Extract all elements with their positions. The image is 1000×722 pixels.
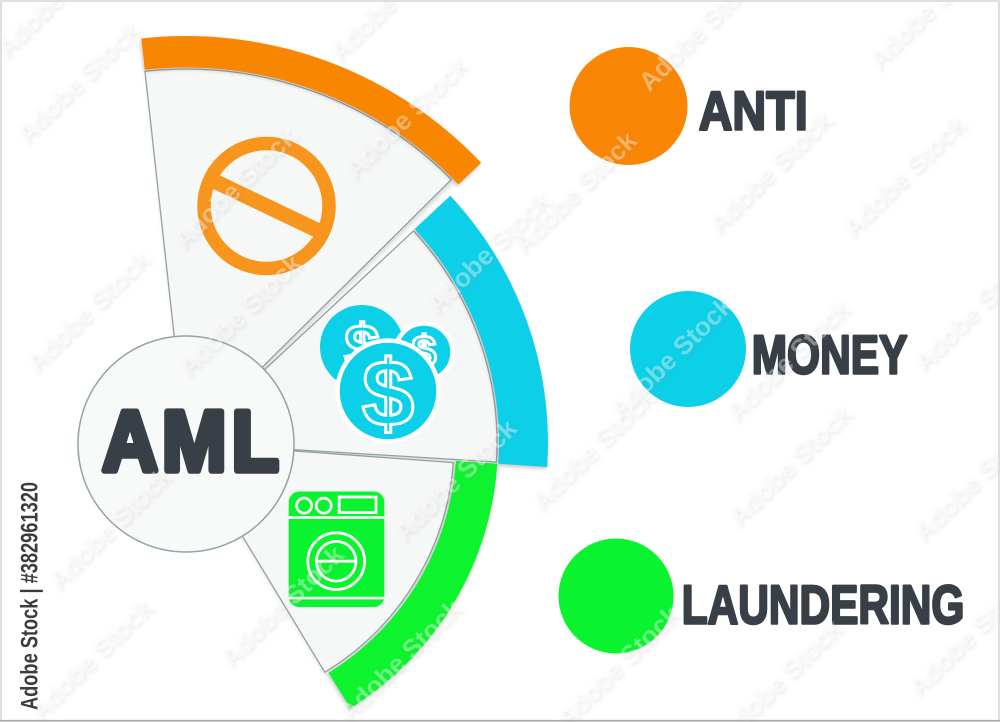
svg-text:Adobe Stock | #382961320: Adobe Stock | #382961320 (17, 482, 44, 710)
svg-text:M: M (162, 394, 227, 489)
svg-text:MONEY: MONEY (752, 324, 908, 386)
svg-text:L: L (232, 394, 279, 489)
svg-text:ANTI: ANTI (699, 79, 808, 141)
svg-text:A: A (102, 394, 158, 489)
svg-text:LAUNDERING: LAUNDERING (682, 574, 965, 636)
svg-text:$: $ (362, 341, 414, 446)
